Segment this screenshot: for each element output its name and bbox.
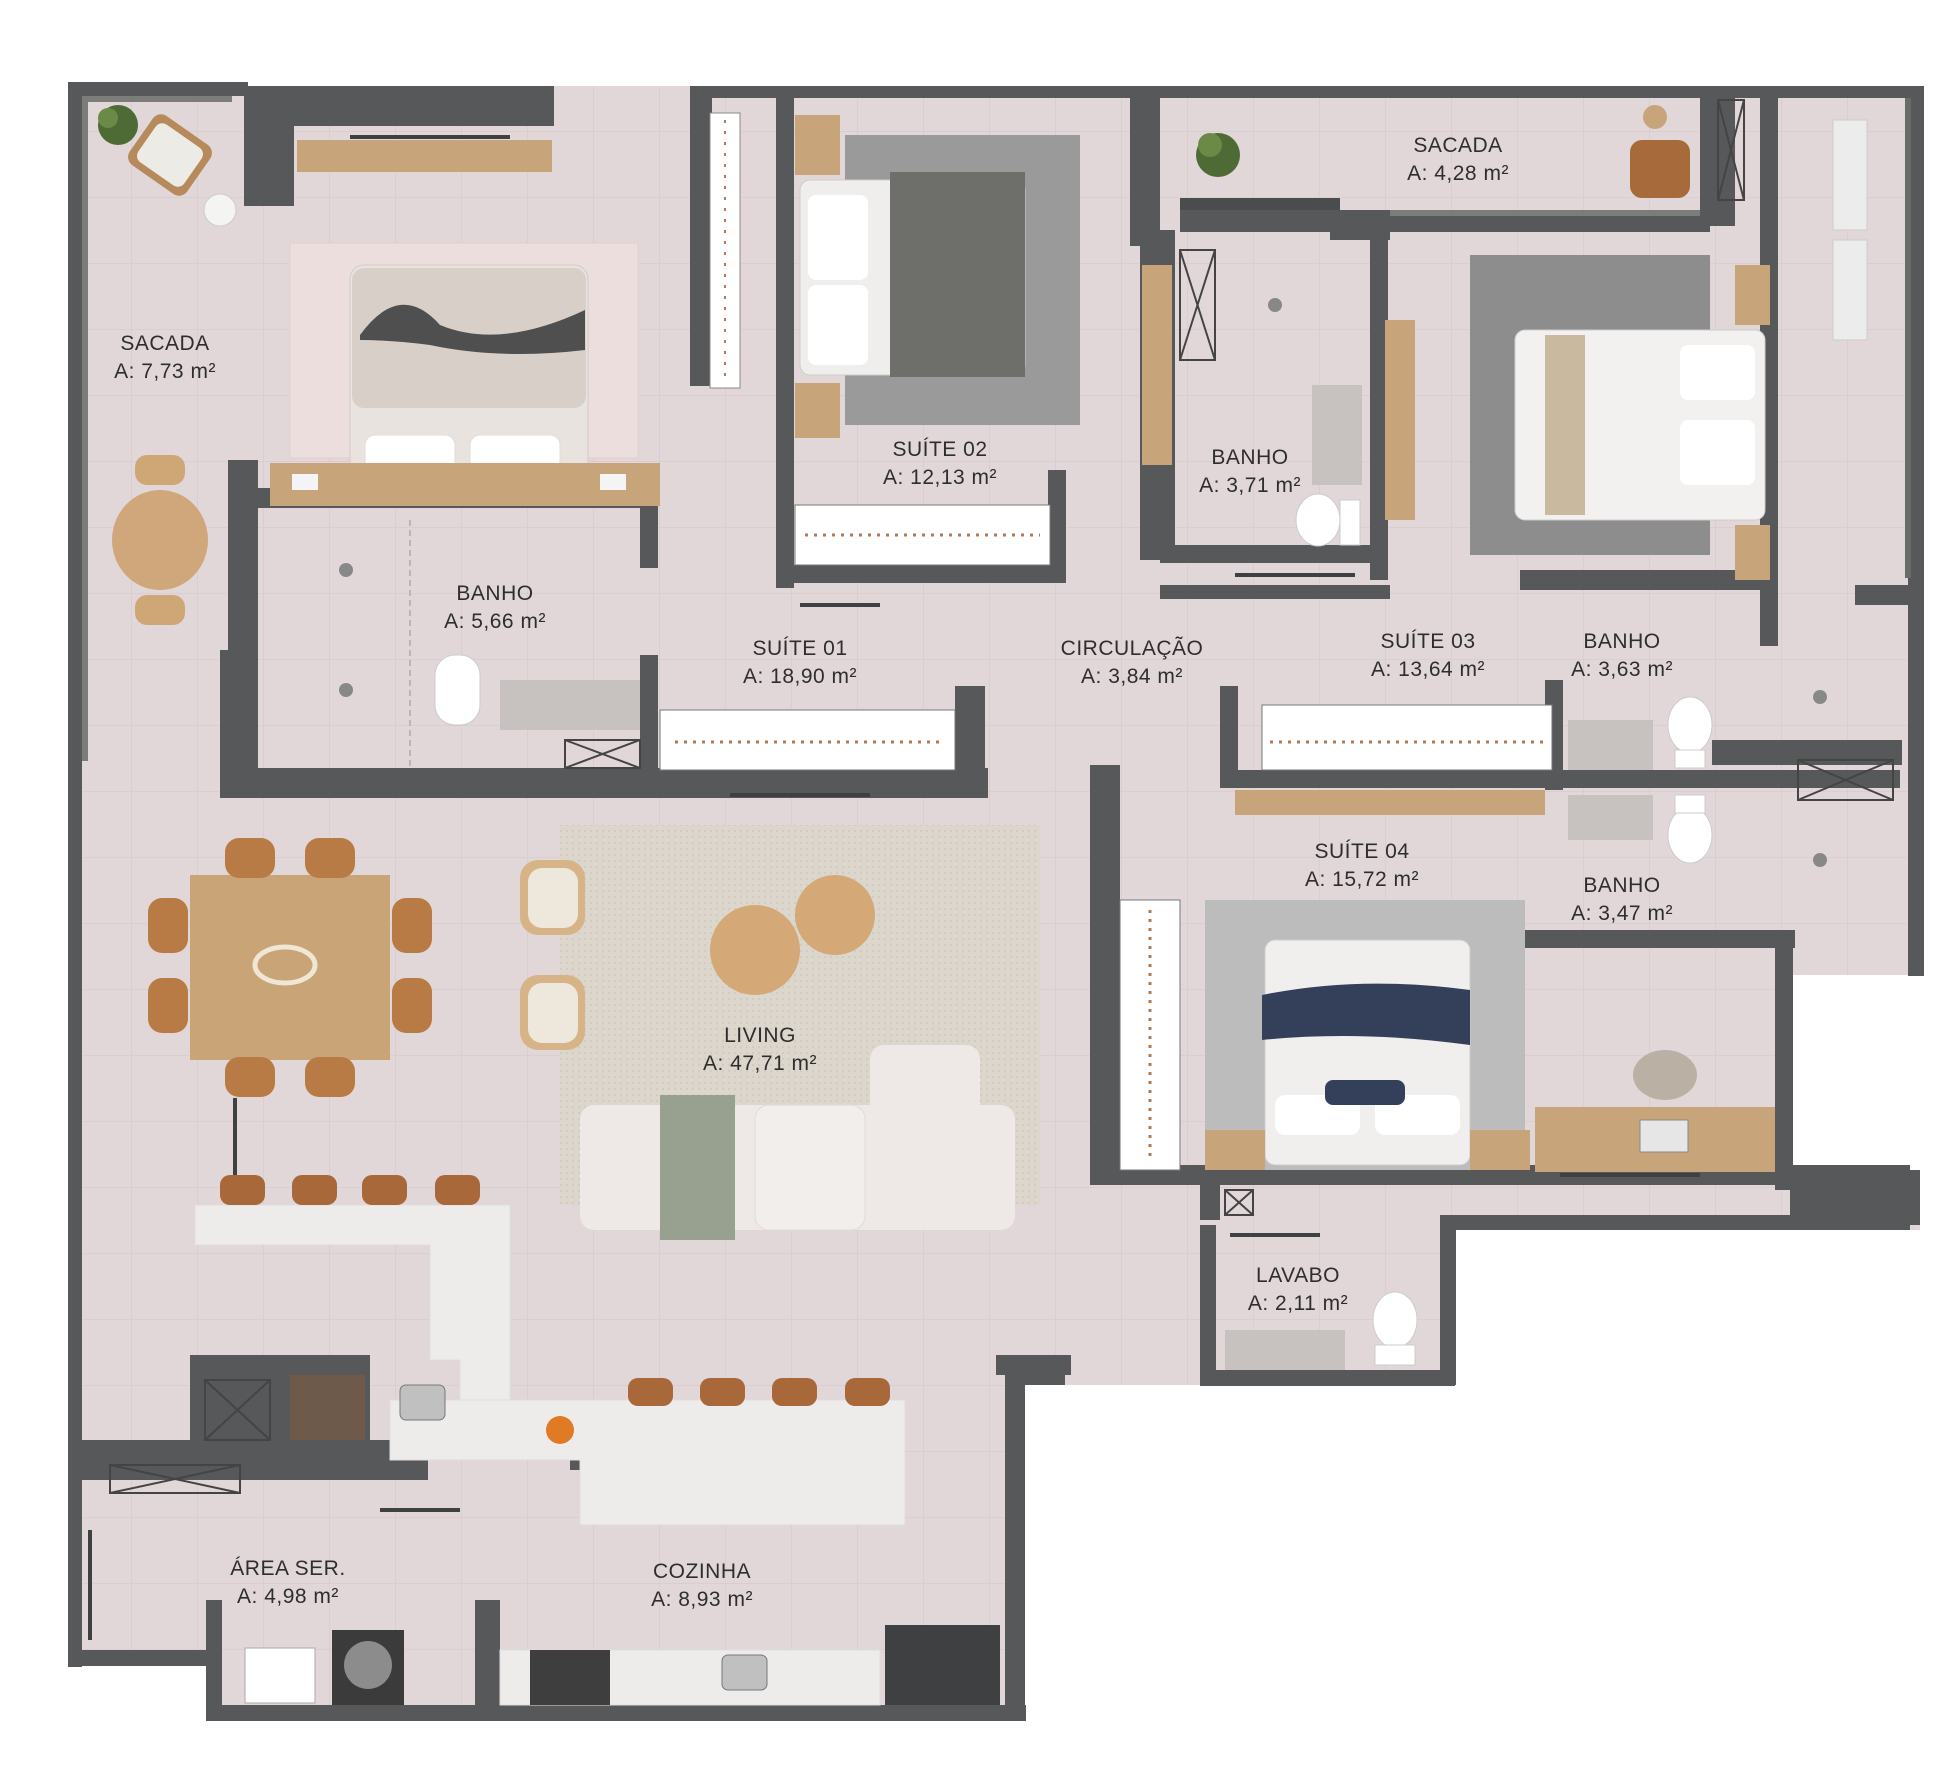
room-area: A: 15,72 m² <box>1304 868 1420 891</box>
suite-01-furniture <box>270 140 660 506</box>
room-name: COZINHA <box>653 1560 751 1583</box>
suite-03-furniture <box>1235 255 1770 815</box>
dining-furniture <box>148 838 432 1097</box>
room-name: SACADA <box>1413 134 1503 157</box>
balcony-2-furniture <box>1196 99 1868 341</box>
room-area: A: 2,11 m² <box>1247 1292 1349 1315</box>
room-label-suite-02: SUÍTE 02 A: 12,13 m² <box>883 436 997 492</box>
room-area: A: 12,13 m² <box>882 466 998 489</box>
room-label-cozinha: COZINHA A: 8,93 m² <box>651 1558 753 1614</box>
room-label-living: LIVING A: 47,71 m² <box>703 1022 817 1078</box>
suite-04-furniture <box>1119 899 1775 1172</box>
room-label-banho-3: BANHO A: 3,63 m² <box>1571 628 1673 684</box>
room-label-sacada-1: SACADA A: 7,73 m² <box>114 330 216 386</box>
bathroom-3-4-fixtures <box>1568 690 1894 867</box>
room-label-suite-04: SUÍTE 04 A: 15,72 m² <box>1305 838 1419 894</box>
bathroom-1-fixtures <box>339 520 641 770</box>
room-name: LAVABO <box>1256 1264 1340 1287</box>
room-name: SUÍTE 01 <box>752 637 848 660</box>
room-name: CIRCULAÇÃO <box>1060 637 1204 660</box>
room-label-lavabo: LAVABO A: 2,11 m² <box>1248 1262 1348 1318</box>
room-name: LIVING <box>724 1024 796 1047</box>
balcony-1-furniture <box>98 105 237 625</box>
windows <box>88 135 1700 1640</box>
room-area: A: 13,64 m² <box>1370 658 1486 681</box>
suite-02-furniture <box>709 112 1080 566</box>
living-furniture <box>520 825 1040 1240</box>
room-name: BANHO <box>1583 874 1661 897</box>
room-area: A: 3,71 m² <box>1199 474 1301 497</box>
room-label-area-servico: ÁREA SER. A: 4,98 m² <box>230 1555 345 1611</box>
room-name: BANHO <box>456 582 534 605</box>
room-area: A: 8,93 m² <box>651 1588 753 1611</box>
room-name: BANHO <box>1211 446 1289 469</box>
bathroom-2-fixtures <box>1142 249 1415 547</box>
room-area: A: 3,47 m² <box>1571 902 1673 925</box>
room-area: A: 7,73 m² <box>114 360 216 383</box>
room-name: SACADA <box>120 332 210 355</box>
room-area: A: 4,28 m² <box>1407 162 1509 185</box>
room-area: A: 3,84 m² <box>1081 665 1183 688</box>
room-name: SUÍTE 03 <box>1380 630 1476 653</box>
room-name: SUÍTE 04 <box>1314 840 1410 863</box>
room-area: A: 4,98 m² <box>237 1585 339 1608</box>
room-label-circulacao: CIRCULAÇÃO A: 3,84 m² <box>1061 635 1204 691</box>
room-label-suite-01: SUÍTE 01 A: 18,90 m² <box>743 635 857 691</box>
room-area: A: 5,66 m² <box>444 610 546 633</box>
room-area: A: 47,71 m² <box>702 1052 818 1075</box>
room-label-banho-2: BANHO A: 3,71 m² <box>1199 444 1301 500</box>
room-label-banho-4: BANHO A: 3,47 m² <box>1571 872 1673 928</box>
room-label-banho-1: BANHO A: 5,66 m² <box>444 580 546 636</box>
room-area: A: 3,63 m² <box>1571 658 1673 681</box>
room-name: ÁREA SER. <box>230 1557 346 1580</box>
closet-suite-01 <box>659 709 956 771</box>
kitchen-furniture <box>109 1175 1000 1706</box>
room-area: A: 18,90 m² <box>742 665 858 688</box>
balcony-railings <box>82 96 1911 761</box>
room-label-sacada-2: SACADA A: 4,28 m² <box>1407 132 1509 188</box>
lavabo-fixtures <box>1224 1189 1418 1370</box>
room-name: BANHO <box>1583 630 1661 653</box>
room-label-suite-03: SUÍTE 03 A: 13,64 m² <box>1371 628 1485 684</box>
room-name: SUÍTE 02 <box>892 438 988 461</box>
